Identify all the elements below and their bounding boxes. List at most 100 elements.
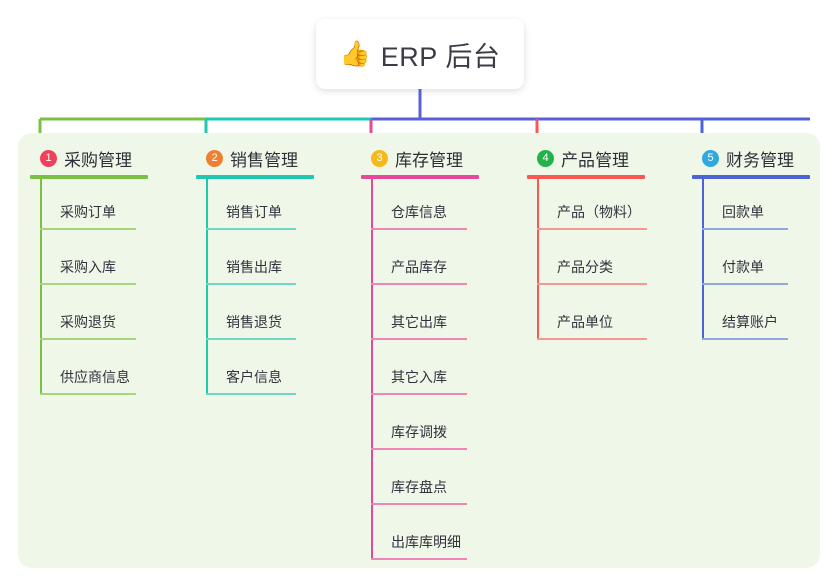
- leaf-item[interactable]: 产品分类: [527, 234, 647, 289]
- leaf-rule: [206, 283, 296, 285]
- branch-header-2[interactable]: 2 销售管理: [196, 146, 314, 170]
- leaf-label: 产品单位: [557, 314, 613, 330]
- leaf-list-3: 仓库信息产品库存其它出库其它入库库存调拨库存盘点出库库明细: [361, 179, 479, 564]
- leaf-item[interactable]: 供应商信息: [30, 344, 148, 399]
- branch-header-5[interactable]: 5 财务管理: [692, 146, 810, 170]
- leaf-item[interactable]: 库存盘点: [361, 454, 479, 509]
- branch-title-2: 销售管理: [230, 150, 298, 170]
- leaf-rule: [371, 228, 467, 230]
- branch-header-4[interactable]: 4 产品管理: [527, 146, 645, 170]
- branch-rule-3: [361, 175, 479, 179]
- branch-column-产品管理: 4 产品管理产品（物料） 产品分类产品单位: [527, 146, 647, 344]
- leaf-rule: [206, 338, 296, 340]
- leaf-item[interactable]: 产品库存: [361, 234, 479, 289]
- leaf-label: 销售退货: [226, 314, 282, 330]
- leaf-label: 库存盘点: [391, 479, 447, 495]
- branch-header-1[interactable]: 1 采购管理: [30, 146, 148, 170]
- leaf-spine-4: [537, 179, 539, 340]
- leaf-spine-3: [371, 179, 373, 560]
- leaf-label: 仓库信息: [391, 204, 447, 220]
- leaf-list-1: 采购订单采购入库采购退货供应商信息: [30, 179, 148, 399]
- leaf-rule: [537, 228, 647, 230]
- branch-header-3[interactable]: 3 库存管理: [361, 146, 479, 170]
- leaf-spine-5: [702, 179, 704, 340]
- branch-rule-5: [692, 175, 810, 179]
- leaf-rule: [371, 283, 467, 285]
- branch-column-采购管理: 1 采购管理采购订单采购入库采购退货供应商信息: [30, 146, 148, 399]
- leaf-rule: [371, 558, 467, 560]
- thumbs-up-emoji: 👍: [339, 39, 371, 68]
- leaf-item[interactable]: 其它入库: [361, 344, 479, 399]
- leaf-label: 库存调拨: [391, 424, 447, 440]
- root-title: ERP 后台: [380, 41, 501, 72]
- leaf-rule: [40, 393, 136, 395]
- leaf-rule: [537, 283, 647, 285]
- leaf-item[interactable]: 库存调拨: [361, 399, 479, 454]
- branch-title-1: 采购管理: [64, 150, 132, 170]
- leaf-rule: [40, 338, 136, 340]
- leaf-item[interactable]: 付款单: [692, 234, 810, 289]
- leaf-item[interactable]: 回款单: [692, 179, 810, 234]
- leaf-item[interactable]: 产品单位: [527, 289, 647, 344]
- leaf-spine-2: [206, 179, 208, 395]
- branch-badge-3: 3: [371, 149, 388, 167]
- branch-rule-4: [527, 175, 645, 179]
- root-node[interactable]: 👍 ERP 后台: [316, 19, 524, 89]
- branch-rule-2: [196, 175, 314, 179]
- leaf-rule: [702, 338, 788, 340]
- leaf-rule: [371, 503, 467, 505]
- leaf-list-5: 回款单付款单结算账户: [692, 179, 810, 344]
- leaf-rule: [206, 228, 296, 230]
- leaf-item[interactable]: 销售退货: [196, 289, 314, 344]
- branch-title-4: 产品管理: [561, 150, 629, 170]
- branch-column-财务管理: 5 财务管理回款单付款单结算账户: [692, 146, 810, 344]
- leaf-item[interactable]: 销售订单: [196, 179, 314, 234]
- leaf-label: 采购订单: [60, 204, 116, 220]
- branch-title-5: 财务管理: [726, 150, 794, 170]
- leaf-item[interactable]: 结算账户: [692, 289, 810, 344]
- leaf-rule: [371, 393, 467, 395]
- leaf-label: 结算账户: [722, 314, 778, 330]
- leaf-rule: [702, 228, 788, 230]
- branch-rule-1: [30, 175, 148, 179]
- branch-badge-1: 1: [40, 149, 57, 167]
- leaf-label: 产品分类: [557, 259, 613, 275]
- leaf-label: 供应商信息: [60, 369, 130, 385]
- leaf-rule: [702, 283, 788, 285]
- leaf-label: 采购退货: [60, 314, 116, 330]
- branch-column-销售管理: 2 销售管理销售订单销售出库销售退货客户信息: [196, 146, 314, 399]
- leaf-label: 其它入库: [391, 369, 447, 385]
- leaf-item[interactable]: 销售出库: [196, 234, 314, 289]
- branch-badge-4: 4: [537, 149, 554, 167]
- branch-column-库存管理: 3 库存管理仓库信息产品库存其它出库其它入库库存调拨库存盘点出库库明细: [361, 146, 479, 564]
- branch-badge-5: 5: [702, 149, 719, 167]
- leaf-label: 产品（物料）: [557, 204, 641, 220]
- leaf-item[interactable]: 客户信息: [196, 344, 314, 399]
- leaf-item[interactable]: 仓库信息: [361, 179, 479, 234]
- leaf-rule: [371, 448, 467, 450]
- leaf-rule: [40, 283, 136, 285]
- leaf-list-4: 产品（物料） 产品分类产品单位: [527, 179, 647, 344]
- leaf-spine-1: [40, 179, 42, 395]
- leaf-item[interactable]: 产品（物料）: [527, 179, 647, 234]
- leaf-rule: [537, 338, 647, 340]
- branch-title-3: 库存管理: [395, 150, 463, 170]
- branch-badge-2: 2: [206, 149, 223, 167]
- leaf-item[interactable]: 采购退货: [30, 289, 148, 344]
- leaf-label: 付款单: [722, 259, 764, 275]
- branches-panel: [18, 133, 820, 568]
- leaf-item[interactable]: 采购订单: [30, 179, 148, 234]
- leaf-rule: [206, 393, 296, 395]
- leaf-item[interactable]: 其它出库: [361, 289, 479, 344]
- leaf-rule: [40, 228, 136, 230]
- leaf-label: 客户信息: [226, 369, 282, 385]
- leaf-label: 回款单: [722, 204, 764, 220]
- leaf-label: 销售出库: [226, 259, 282, 275]
- leaf-list-2: 销售订单销售出库销售退货客户信息: [196, 179, 314, 399]
- leaf-item[interactable]: 出库库明细: [361, 509, 479, 564]
- leaf-label: 其它出库: [391, 314, 447, 330]
- leaf-label: 采购入库: [60, 259, 116, 275]
- leaf-label: 销售订单: [226, 204, 282, 220]
- leaf-item[interactable]: 采购入库: [30, 234, 148, 289]
